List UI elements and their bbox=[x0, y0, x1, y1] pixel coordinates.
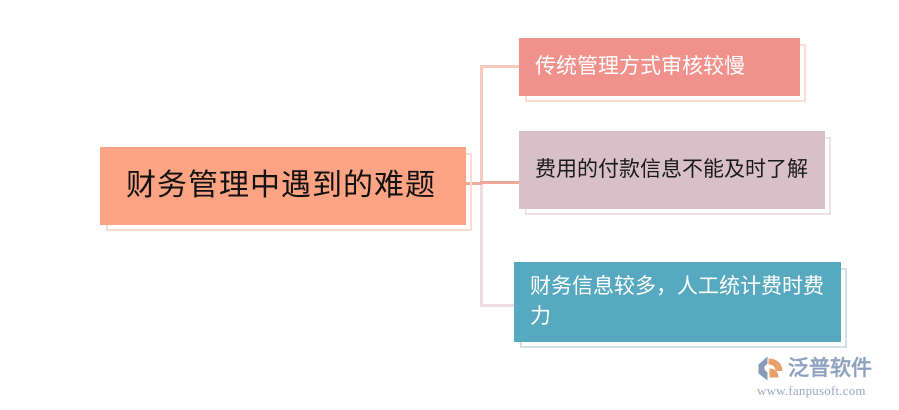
connector-branch-2 bbox=[480, 181, 520, 184]
root-node-label: 财务管理中遇到的难题 bbox=[126, 168, 436, 202]
connector-trunk-lower bbox=[480, 184, 483, 306]
watermark-url: www.fanpusoft.com bbox=[757, 383, 866, 398]
branch-node-2[interactable]: 费用的付款信息不能及时了解 bbox=[519, 131, 825, 209]
watermark-brand: 泛普软件 bbox=[788, 356, 872, 380]
connector-root-stub bbox=[466, 182, 482, 185]
root-node[interactable]: 财务管理中遇到的难题 bbox=[100, 147, 466, 225]
branch-node-2-label: 费用的付款信息不能及时了解 bbox=[535, 158, 808, 182]
connector-branch-1 bbox=[480, 65, 520, 68]
watermark-row: 泛普软件 bbox=[755, 355, 872, 381]
watermark-logo: 泛普软件 www.fanpusoft.com bbox=[755, 355, 895, 403]
fanpu-logo-icon bbox=[758, 356, 783, 381]
branch-node-3[interactable]: 财务信息较多，人工统计费时费力 bbox=[514, 262, 841, 342]
branch-node-1[interactable]: 传统管理方式审核较慢 bbox=[519, 38, 800, 96]
connector-branch-3 bbox=[480, 304, 516, 307]
branch-node-1-label: 传统管理方式审核较慢 bbox=[535, 55, 745, 79]
branch-node-3-label: 财务信息较多，人工统计费时费力 bbox=[530, 275, 824, 328]
